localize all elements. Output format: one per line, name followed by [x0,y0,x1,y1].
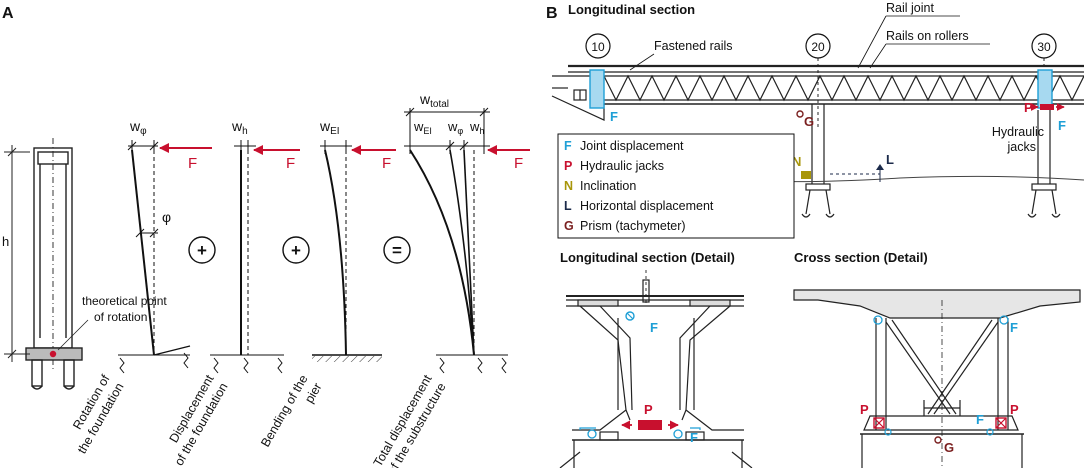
cross-section-detail [793,289,1081,468]
pier-10-marker [585,33,611,59]
marker-g: G [804,114,814,129]
displacement-diagram [210,140,284,374]
cross-marker-p-2: P [1010,402,1019,417]
rail-joint-label: Rail joint [886,1,934,15]
marker-l: L [886,152,894,167]
force-label-4: F [514,155,523,172]
svg-text:30: 30 [1037,40,1051,54]
total-w-ei-label: wEI [413,119,432,136]
legend-text-4: Prism (tachymeter) [580,219,686,233]
legend [557,133,795,239]
rotation-diagram [118,140,191,374]
height-label: h [2,234,9,249]
marker-p-30: P [1024,100,1033,115]
marker-f-30: F [1058,118,1066,133]
force-label-1: F [188,155,197,172]
panel-a-label: A [2,5,14,22]
svg-text:=: = [392,241,402,260]
cross-marker-f-2: F [976,412,984,427]
legend-key-1: P [564,159,572,173]
detail-marker-p: P [644,402,653,417]
cross-marker-g: G [944,440,954,455]
jack-30 [1040,104,1054,110]
svg-text:20: 20 [811,40,825,54]
pier-30-columns [1027,110,1061,218]
hydraulic-label-2: jacks [1007,140,1036,154]
w-ei-label: wEI [319,118,340,137]
legend-entries: F Joint displacement P Hydraulic jacks N… [564,139,714,233]
phi-label: φ [162,209,171,225]
cross-marker-f-1: F [1010,320,1018,335]
total-w-h-label: wh [469,119,484,136]
joint-displacement-box-30 [1037,69,1053,109]
total-diagram [404,107,508,374]
joint-sensor-detail [625,311,635,321]
marker-f-10: F [610,109,618,124]
prism-marker [796,110,804,118]
legend-key-3: L [564,199,572,213]
panel-b-label: B [546,5,558,22]
bending-diagram [312,140,382,362]
force-label-3: F [382,155,391,172]
legend-text-2: Inclination [580,179,636,193]
legend-text-0: Joint displacement [580,139,684,153]
caption-bending: Bending of the [258,372,310,449]
w-phi-label: wφ [129,118,147,137]
rails-on-rollers-label: Rails on rollers [886,29,969,43]
force-label-2: F [286,155,295,172]
detail-jack [638,420,662,430]
rotation-point-label-2: of rotation [94,310,147,324]
detail-marker-f-2: F [690,430,698,445]
longitudinal-detail-title: Longitudinal section (Detail) [560,250,735,265]
longitudinal-detail [559,270,753,468]
legend-text-3: Horizontal displacement [580,199,714,213]
hydraulic-label-1: Hydraulic [992,125,1044,139]
plus-symbol-1 [188,236,216,264]
joint-displacement-box-10 [589,69,605,109]
detail-marker-f-1: F [650,320,658,335]
cross-detail-title: Cross section (Detail) [794,250,928,265]
pier-elevation [25,138,83,390]
legend-key-4: G [564,219,574,233]
total-w-phi-label: wφ [447,119,463,136]
legend-key-2: N [564,179,573,193]
tachymeter-icon [876,164,884,170]
cross-jack-left [873,417,885,429]
height-dimension [4,145,30,362]
svg-text:+: + [197,241,207,260]
w-h-label: wh [231,118,248,137]
marker-n: N [792,154,801,169]
pier-20-columns [801,104,835,218]
cross-prism [934,436,942,444]
leader-line [57,319,89,351]
legend-key-0: F [564,139,572,153]
plus-symbol-2 [282,236,310,264]
equals-symbol [383,236,411,264]
legend-text-1: Hydraulic jacks [580,159,664,173]
svg-text:10: 10 [591,40,605,54]
cross-marker-p-1: P [860,402,869,417]
svg-text:+: + [291,241,301,260]
bridge-truss [551,64,1084,121]
rotation-point-label-1: theoretical point [82,294,167,308]
inclination-sensor [801,171,811,179]
fastened-rails-label: Fastened rails [654,39,733,53]
longitudinal-title: Longitudinal section [568,2,695,17]
rotation-point-marker [49,350,57,358]
w-total-label: wtotal [419,91,449,110]
cross-jack-right [995,417,1007,429]
